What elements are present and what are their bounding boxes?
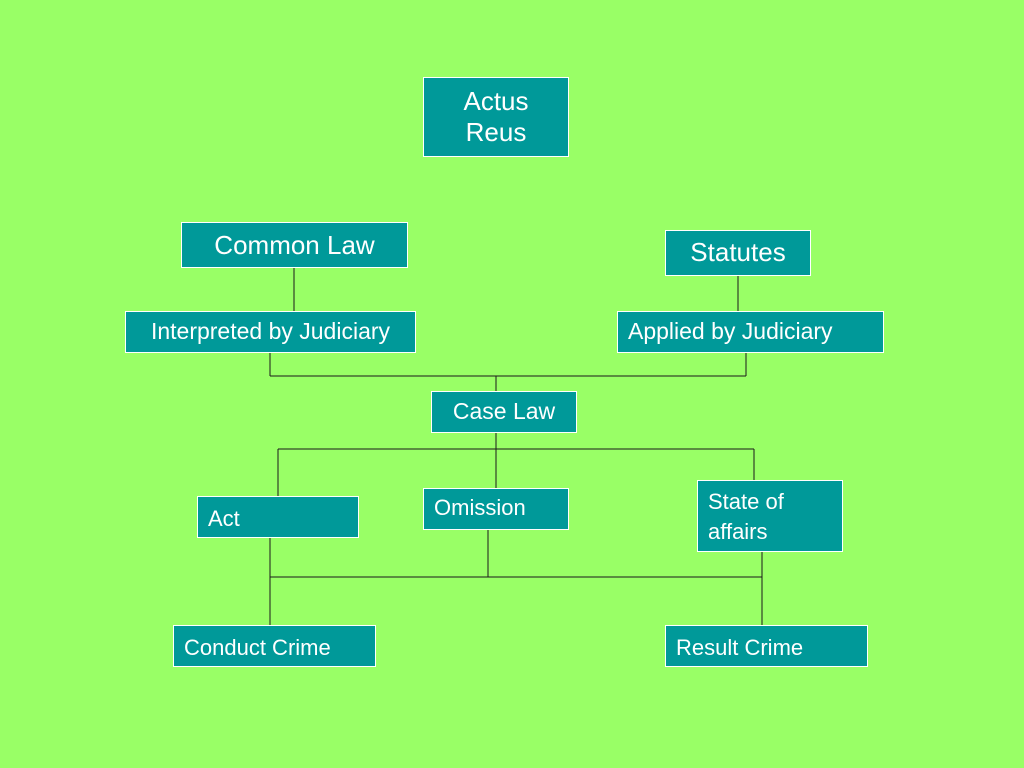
node-applied-by-judiciary: Applied by Judiciary — [617, 311, 884, 353]
node-conduct-crime: Conduct Crime — [173, 625, 376, 667]
node-interpreted-label: Interpreted by Judiciary — [150, 318, 391, 345]
node-statutes: Statutes — [665, 230, 811, 276]
node-conduct-crime-label: Conduct Crime — [184, 635, 331, 660]
node-interpreted-by-judiciary: Interpreted by Judiciary — [125, 311, 416, 353]
node-case-law: Case Law — [431, 391, 577, 433]
node-act: Act — [197, 496, 359, 538]
node-omission-label: Omission — [434, 495, 526, 520]
node-common-law-label: Common Law — [214, 230, 375, 260]
node-actus-reus: Actus Reus — [423, 77, 569, 157]
node-result-crime: Result Crime — [665, 625, 868, 667]
node-applied-label: Applied by Judiciary — [628, 318, 833, 344]
node-state-of-affairs-label: State of affairs — [708, 489, 784, 544]
node-actus-reus-label: Actus Reus — [463, 85, 529, 147]
node-case-law-label: Case Law — [452, 398, 556, 425]
node-common-law: Common Law — [181, 222, 408, 268]
node-statutes-label: Statutes — [690, 237, 786, 268]
node-omission: Omission — [423, 488, 569, 530]
node-act-label: Act — [208, 506, 240, 531]
node-result-crime-label: Result Crime — [676, 635, 804, 660]
node-state-of-affairs: State of affairs — [697, 480, 843, 552]
